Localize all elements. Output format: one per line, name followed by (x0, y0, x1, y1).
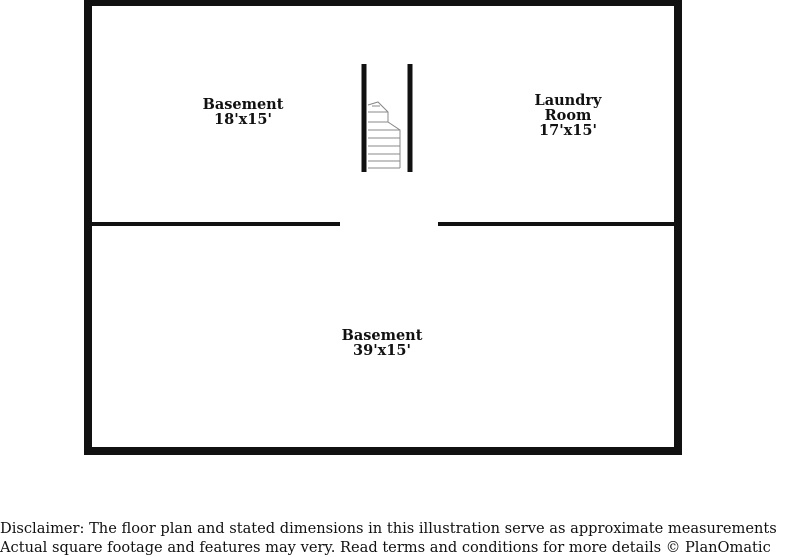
disclaimer-line-1: Disclaimer: The floor plan and stated di… (0, 520, 777, 537)
disclaimer: Disclaimer: The floor plan and stated di… (0, 519, 800, 557)
room-size: 18'x15' (214, 111, 272, 128)
room-size: 39'x15' (353, 342, 411, 359)
room-label-laundry: Laundry Room 17'x15' (520, 93, 616, 138)
room-name-line1: Laundry (534, 92, 602, 109)
staircase (367, 101, 401, 169)
room-name-line2: Room (544, 107, 592, 124)
room-size: 17'x15' (539, 122, 597, 139)
room-name: Basement (341, 327, 423, 344)
room-label-basement-upper: Basement 18'x15' (195, 97, 291, 127)
room-name: Basement (202, 96, 284, 113)
floor-plan (84, 0, 682, 455)
room-label-basement-lower: Basement 39'x15' (334, 328, 430, 358)
outer-wall (84, 0, 682, 455)
disclaimer-line-2: Actual square footage and features may v… (0, 539, 771, 556)
